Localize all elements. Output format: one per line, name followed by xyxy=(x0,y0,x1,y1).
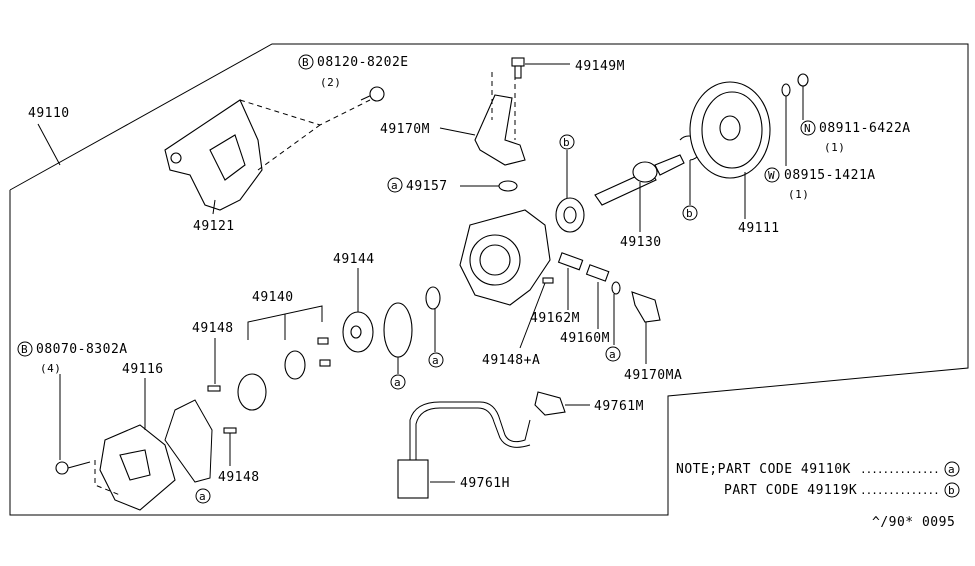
connector-49170m[interactable] xyxy=(439,72,526,166)
label-49148a: 49148+A xyxy=(482,353,540,368)
a-mark-valve xyxy=(605,346,621,362)
label-49121: 49121 xyxy=(193,219,235,234)
note-line-2: PART CODE 49119K xyxy=(724,483,857,498)
washer-mark: W xyxy=(768,169,775,182)
leader-pin-a xyxy=(519,282,546,349)
label-49111: 49111 xyxy=(738,221,780,236)
a-mark-gasket xyxy=(195,488,211,504)
w-mark-circle xyxy=(764,167,780,183)
label-49162m: 49162M xyxy=(530,311,580,326)
note-mark-a-text: a xyxy=(948,463,955,476)
label-08915-1421a: 08915-1421A xyxy=(784,168,876,183)
oil-seal[interactable] xyxy=(555,150,585,233)
note-mark-b-text: b xyxy=(948,484,955,497)
note-mark-a xyxy=(944,461,960,477)
bracket-part[interactable] xyxy=(164,99,371,215)
label-49144: 49144 xyxy=(333,252,375,267)
note-dots-2: .............. xyxy=(860,484,939,497)
label-49761m: 49761M xyxy=(594,399,644,414)
rotor-kit-49140[interactable] xyxy=(237,305,331,411)
switch-49761m[interactable] xyxy=(534,391,590,416)
nut-mark: N xyxy=(804,122,811,135)
valve-49160m[interactable] xyxy=(585,264,610,282)
b-mark-seal xyxy=(559,134,575,150)
a-mark-text: a xyxy=(609,348,616,361)
pin-49148a[interactable] xyxy=(542,277,554,284)
label-49140: 49140 xyxy=(252,290,294,305)
figure-code: ^/90* 0095 xyxy=(872,515,955,530)
cover-gasket[interactable] xyxy=(164,399,213,483)
pump-body[interactable] xyxy=(459,209,551,306)
b-mark-ring xyxy=(682,205,698,221)
cam-ring-49144[interactable] xyxy=(342,268,374,353)
n-mark-circle xyxy=(800,120,816,136)
pulley-49111[interactable] xyxy=(689,81,771,219)
bolt-08070[interactable] xyxy=(55,374,91,475)
label-08120-8202e: 08120-8202E xyxy=(317,55,409,70)
label-49148-upper: 49148 xyxy=(192,321,234,336)
pin-49148-upper[interactable] xyxy=(207,385,221,392)
label-49130: 49130 xyxy=(620,235,662,250)
label-49761h: 49761H xyxy=(460,476,510,491)
qty-cover-bolt: (4) xyxy=(40,362,61,375)
a-mark-oring-large xyxy=(390,374,406,390)
oring-large[interactable] xyxy=(383,302,413,358)
label-49170m: 49170M xyxy=(380,122,430,137)
a-mark-circle xyxy=(387,177,403,193)
note-line-1: NOTE;PART CODE 49110K xyxy=(676,462,851,477)
oring-valve[interactable] xyxy=(611,281,621,295)
label-49116: 49116 xyxy=(122,362,164,377)
qty-08120: (2) xyxy=(320,76,341,89)
cover-49116[interactable] xyxy=(94,378,176,511)
b-mark-circle xyxy=(298,54,314,70)
shaft-49130[interactable] xyxy=(594,154,685,232)
b-mark-cover-bolt xyxy=(17,341,33,357)
label-49110: 49110 xyxy=(28,106,70,121)
nut[interactable] xyxy=(797,73,809,87)
a-mark-oring-small xyxy=(428,352,444,368)
b-mark-ring-text: b xyxy=(686,207,693,220)
connector-49170ma[interactable] xyxy=(631,291,661,323)
a-mark-text: a xyxy=(432,354,439,367)
bolt-08120[interactable] xyxy=(360,86,385,102)
bolt-cover-mark: B xyxy=(21,343,28,356)
note-mark-b xyxy=(944,482,960,498)
washer[interactable] xyxy=(781,83,791,97)
label-49170ma: 49170MA xyxy=(624,368,682,383)
label-08911-6422a: 08911-6422A xyxy=(819,121,911,136)
note-dots-1: .............. xyxy=(860,463,939,476)
label-49160m: 49160M xyxy=(560,331,610,346)
a-mark-text: a xyxy=(394,376,401,389)
pin-49148-lower[interactable] xyxy=(223,427,237,434)
qty-nut: (1) xyxy=(824,141,845,154)
a-mark: a xyxy=(391,179,398,192)
b-mark-seal-text: b xyxy=(563,136,570,149)
label-49157: 49157 xyxy=(406,179,448,194)
label-49149m: 49149M xyxy=(575,59,625,74)
label-08070-8302a: 08070-8302A xyxy=(36,342,128,357)
label-49148-lower: 49148 xyxy=(218,470,260,485)
a-mark-text: a xyxy=(199,490,206,503)
oring-49157[interactable] xyxy=(498,180,518,192)
qty-washer: (1) xyxy=(788,188,809,201)
assembly-frame xyxy=(9,43,969,516)
spring-49162m[interactable] xyxy=(557,252,584,271)
leader-49110 xyxy=(37,123,61,166)
oring-small[interactable] xyxy=(425,286,441,310)
bolt-49149m[interactable] xyxy=(511,57,570,79)
harness-49761h[interactable] xyxy=(397,401,531,499)
bolt-mark: B xyxy=(302,56,309,69)
